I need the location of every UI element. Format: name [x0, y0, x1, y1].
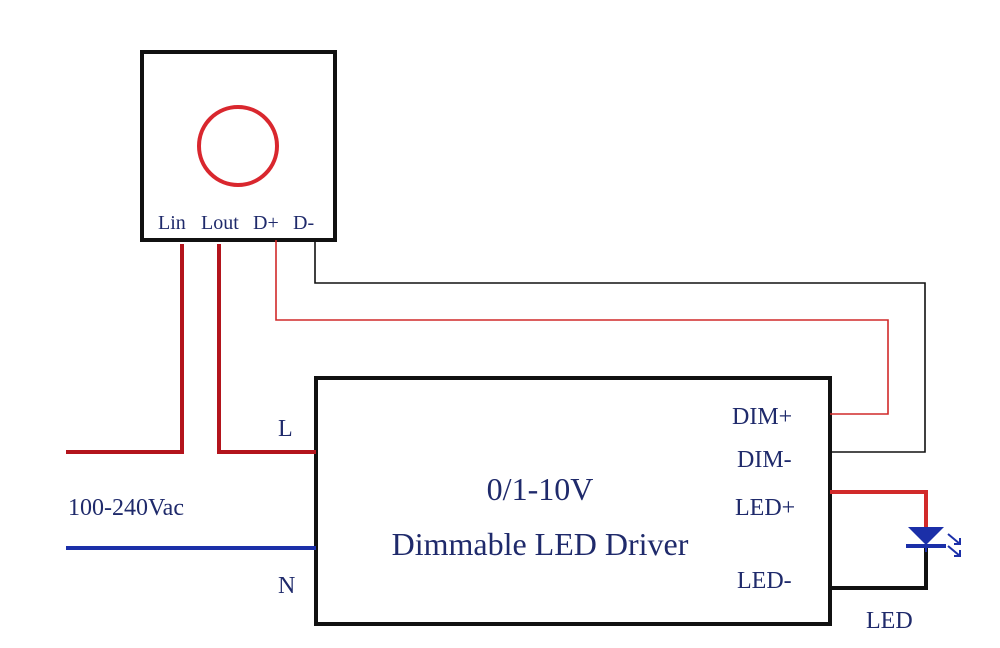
led-diode-icon: [906, 527, 946, 552]
terminal-lout: Lout: [201, 212, 239, 234]
driver-led-minus: LED-: [737, 568, 792, 594]
wire-dim-plus: [275, 240, 889, 415]
wire-lin: [66, 244, 184, 454]
led-label: LED: [866, 608, 913, 634]
driver-dim-plus: DIM+: [732, 404, 792, 430]
wire-led-plus: [830, 490, 928, 527]
driver-title-line1: 0/1-10V: [487, 471, 594, 507]
driver-input-l: L: [278, 416, 293, 442]
wire-dim-minus: [314, 240, 926, 453]
driver-led-plus: LED+: [735, 495, 795, 521]
terminal-lin: Lin: [158, 212, 186, 234]
dimmer-knob-icon: [197, 105, 279, 187]
wire-lout: [217, 244, 316, 454]
terminal-dplus: D+: [253, 212, 279, 234]
supply-voltage-label: 100-240Vac: [68, 495, 184, 521]
driver-title-line2: Dimmable LED Driver: [392, 526, 689, 562]
wire-led-minus: [830, 548, 928, 590]
led-emission-arrows-icon: [947, 533, 961, 557]
driver-input-n: N: [278, 573, 295, 599]
dimmer-box: [140, 50, 337, 242]
terminal-dminus: D-: [293, 212, 314, 234]
driver-dim-minus: DIM-: [737, 447, 792, 473]
driver-box: [314, 376, 832, 626]
